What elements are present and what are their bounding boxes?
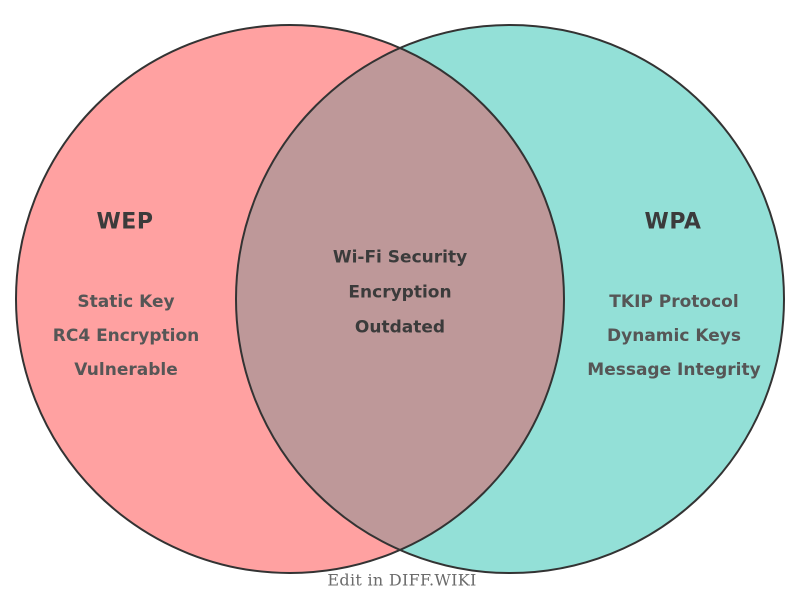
intersection-item: Outdated	[354, 317, 446, 338]
left-set-item: RC4 Encryption	[52, 326, 200, 346]
left-set-item: Vulnerable	[74, 360, 178, 380]
intersection-item: Encryption	[348, 282, 452, 303]
left-set-title: WEP	[96, 209, 154, 235]
right-set-item: TKIP Protocol	[609, 292, 739, 312]
edit-link[interactable]: Edit in DIFF.WIKI	[327, 570, 477, 590]
left-set-item: Static Key	[77, 292, 175, 312]
right-set-title: WPA	[644, 209, 702, 235]
left-circle-outline	[15, 24, 565, 574]
right-circle-outline	[235, 24, 785, 574]
left-set-items: Static Key RC4 Encryption Vulnerable	[53, 285, 199, 387]
intersection-item: Wi-Fi Security	[332, 247, 468, 268]
overlap-region	[236, 25, 564, 573]
right-set-item: Message Integrity	[587, 360, 761, 380]
intersection-items: Wi-Fi Security Encryption Outdated	[333, 241, 467, 346]
right-set-items: TKIP Protocol Dynamic Keys Message Integ…	[587, 285, 760, 387]
right-set-item: Dynamic Keys	[607, 326, 741, 346]
